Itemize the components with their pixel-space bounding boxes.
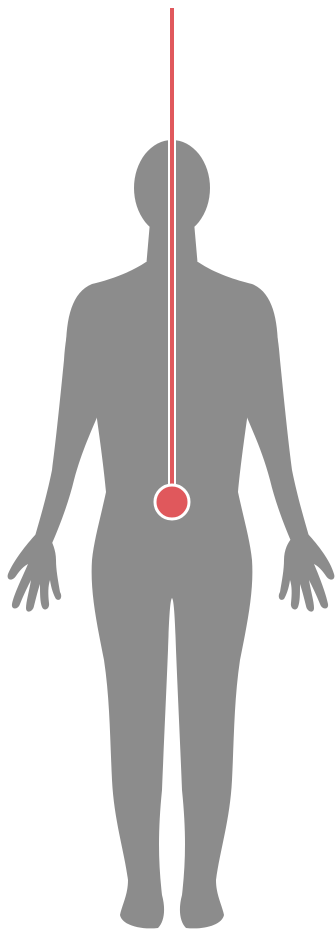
right-hand: [279, 534, 335, 612]
location-pin-icon: [155, 485, 189, 519]
left-hand: [8, 534, 62, 612]
